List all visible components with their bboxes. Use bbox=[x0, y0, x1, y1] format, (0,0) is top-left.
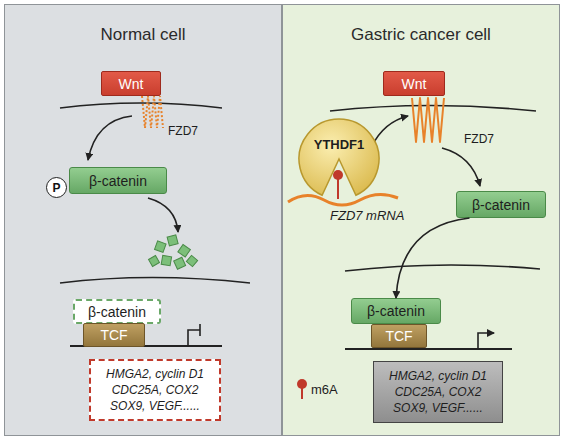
mrna-label: FZD7 mRNA bbox=[330, 208, 404, 223]
protein-box: β-catenin bbox=[69, 167, 167, 194]
panel-title: Normal cell bbox=[5, 25, 281, 45]
node-text: β-catenin bbox=[89, 173, 147, 189]
protein-box: β-catenin bbox=[351, 298, 441, 324]
protein-box: TCF bbox=[371, 324, 427, 348]
protein-box: β-catenin bbox=[456, 191, 546, 218]
protein-box: β-catenin bbox=[73, 299, 161, 324]
legend-symbol bbox=[296, 378, 308, 400]
ligand-box: Wnt bbox=[101, 71, 161, 96]
node-text: HMGA2, cyclin D1 CDC25A, COX2 SOX9, VEGF… bbox=[100, 366, 210, 414]
node-text: TCF bbox=[385, 328, 412, 344]
panel-title: Gastric cancer cell bbox=[283, 25, 559, 45]
node-text: β-catenin bbox=[88, 304, 146, 320]
node-text: P bbox=[52, 181, 60, 195]
node-text: YTHDF1 bbox=[314, 137, 365, 152]
protein-box: TCF bbox=[83, 323, 145, 347]
node-text: Wnt bbox=[119, 76, 144, 92]
translocation-arrow bbox=[396, 218, 470, 298]
gene-list-box: HMGA2, cyclin D1 CDC25A, COX2 SOX9, VEGF… bbox=[373, 361, 503, 423]
node-text: HMGA2, cyclin D1 CDC25A, COX2 SOX9, VEGF… bbox=[383, 368, 493, 416]
node-text: β-catenin bbox=[367, 303, 425, 319]
ligand-box: Wnt bbox=[383, 71, 445, 96]
phospho-circle: P bbox=[46, 177, 67, 198]
reader-protein: YTHDF1 bbox=[297, 117, 381, 201]
legend-text: m6A bbox=[311, 382, 338, 397]
pacman-shape bbox=[297, 117, 381, 201]
node-text: TCF bbox=[100, 327, 127, 343]
node-text: β-catenin bbox=[472, 197, 530, 213]
receptor-label: FZD7 bbox=[464, 132, 494, 146]
legend-item: m6A bbox=[296, 378, 338, 400]
cell-panel: Gastric cancer cellWntYTHDF1 β-catenin β-c… bbox=[282, 4, 560, 436]
receptor-label: FZD7 bbox=[168, 124, 198, 138]
node-text: Wnt bbox=[402, 76, 427, 92]
cell-panel: Normal cellWntPβ-catenin β-cateninTCF HMGA… bbox=[4, 4, 282, 436]
gene-list-box: HMGA2, cyclin D1 CDC25A, COX2 SOX9, VEGF… bbox=[89, 359, 221, 421]
